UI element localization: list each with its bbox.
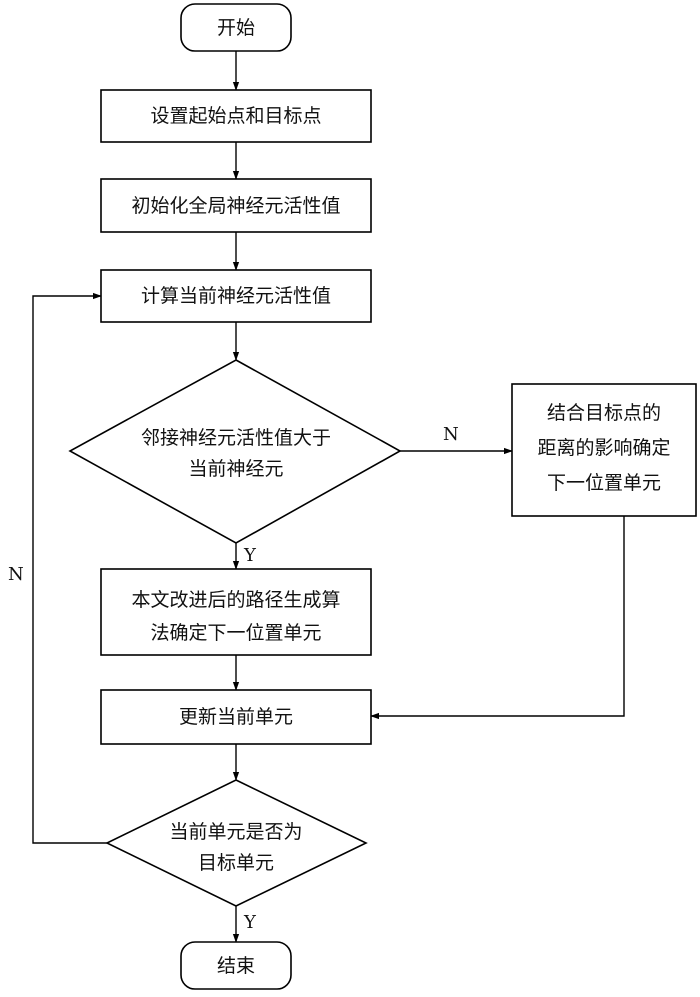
improved-algorithm-line1: 本文改进后的路径生成算 (131, 589, 340, 611)
start-terminal (180, 3, 292, 52)
end-terminal (180, 941, 292, 990)
init-activity-box (100, 178, 372, 233)
end-label: 结束 (217, 955, 255, 977)
update-unit-label: 更新当前单元 (179, 706, 293, 728)
edge-target-no-loop (32, 292, 107, 844)
combine-distance-box (511, 383, 697, 517)
decision-neighbor-line2: 当前神经元 (188, 458, 283, 480)
decision-neighbor-diamond (68, 359, 402, 544)
improved-algorithm-line2: 法确定下一位置单元 (150, 622, 321, 644)
improved-algorithm-box (100, 568, 372, 656)
combine-distance-line2: 距离的影响确定 (537, 437, 670, 459)
edge-combine-to-update (370, 516, 625, 720)
edge-label-neighbor-no: N (443, 424, 459, 445)
decision-target-line1: 当前单元是否为 (169, 821, 302, 843)
update-unit-box (100, 689, 372, 745)
set-points-box (100, 89, 372, 143)
combine-distance-line3: 下一位置单元 (547, 472, 661, 494)
set-points-label: 设置起始点和目标点 (150, 105, 321, 127)
edge-label-target-yes: Y (243, 912, 257, 933)
start-label: 开始 (217, 17, 255, 39)
init-activity-label: 初始化全局神经元活性值 (131, 195, 340, 217)
decision-neighbor-line1: 邻接神经元活性值大于 (141, 427, 331, 449)
calc-activity-box (100, 269, 372, 323)
decision-target-line2: 目标单元 (198, 852, 274, 874)
calc-activity-label: 计算当前神经元活性值 (141, 285, 331, 307)
decision-target-diamond (105, 779, 368, 907)
edge-label-neighbor-yes: Y (243, 545, 257, 566)
combine-distance-line1: 结合目标点的 (547, 402, 661, 424)
edge-label-target-no: N (8, 564, 24, 585)
